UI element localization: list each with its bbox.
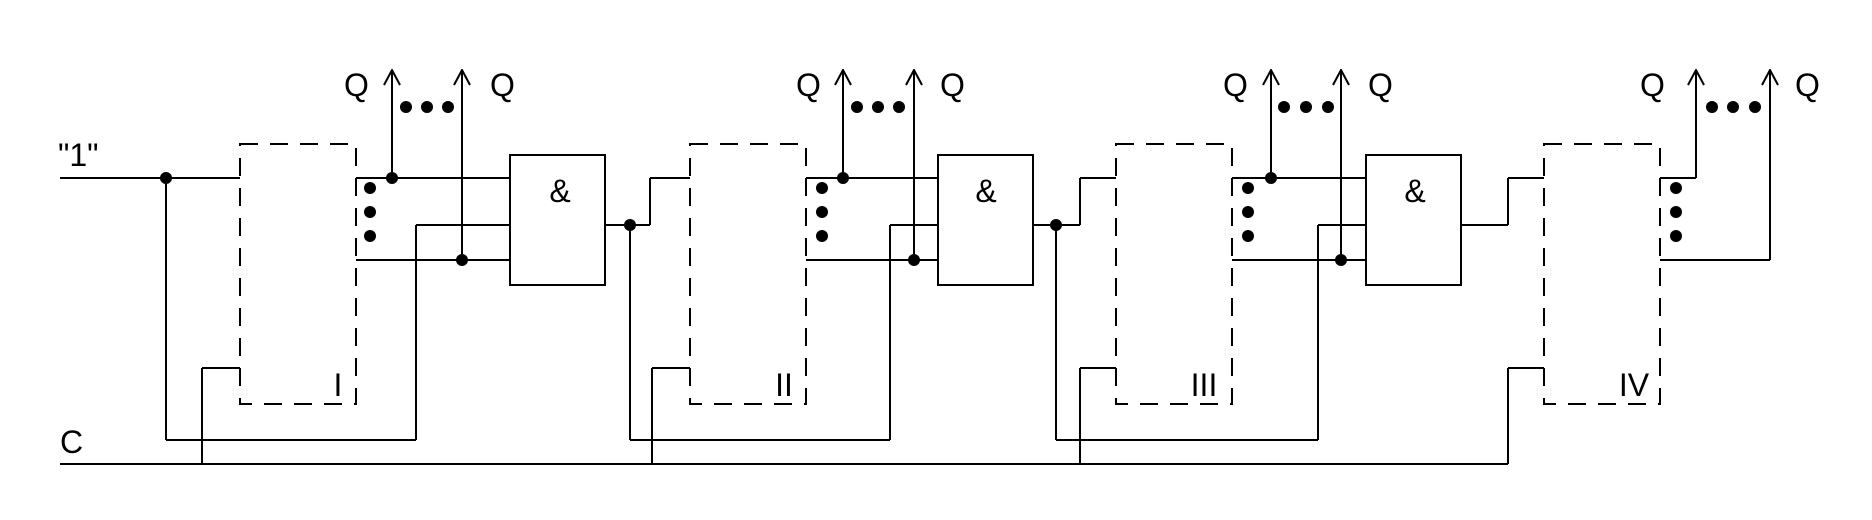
and-gate-3-box [1365,154,1462,286]
ellipsis-dot [421,101,433,113]
q-output-label: Q [1368,67,1393,103]
and-gate-2-box [937,154,1034,286]
output-dot [364,182,376,194]
stage-4-roman-label: IV [1619,367,1650,403]
output-dot [816,206,828,218]
stage-3-block [1115,143,1233,405]
and-gate-1-label: & [549,173,570,209]
ellipsis-dot [442,101,454,113]
output-dot [1242,206,1254,218]
q-output-label: Q [1640,67,1665,103]
and-gate-1-box [509,154,606,286]
ellipsis-dot [1322,101,1334,113]
stage-3: III Q Q [1079,67,1393,464]
and-gate-1: & [509,154,606,286]
ellipsis-dot [1706,101,1718,113]
stage-2: II Q Q [651,67,965,464]
output-dot [816,230,828,242]
q-output-label: Q [796,67,821,103]
and-gate-2-label: & [975,173,996,209]
stage-2-roman-label: II [775,367,793,403]
output-dot [1242,182,1254,194]
stage-4-block [1543,143,1661,405]
ellipsis-dot [893,101,905,113]
q-output-label: Q [940,67,965,103]
output-dot [364,206,376,218]
ellipsis-dot [851,101,863,113]
q-output-label: Q [1795,67,1820,103]
q-output-label: Q [1223,67,1248,103]
output-dot [364,230,376,242]
output-dot [1670,230,1682,242]
stage-4: IV Q Q [1507,67,1820,464]
output-dot [1670,182,1682,194]
stage-1-roman-label: I [334,367,343,403]
ellipsis-dot [872,101,884,113]
and-gate-3: & [1365,154,1462,286]
q-output-label: Q [490,67,515,103]
clock-input-label: C [60,424,83,460]
output-dot [1242,230,1254,242]
ellipsis-dot [1727,101,1739,113]
q-output-label: Q [344,67,369,103]
and-gate-2: & [937,154,1034,286]
ellipsis-dot [1300,101,1312,113]
stage-1-block [239,143,357,405]
stage-3-roman-label: III [1191,367,1218,403]
ellipsis-dot [1749,101,1761,113]
stage-1: I Q Q [201,67,515,464]
output-dot [1670,206,1682,218]
ellipsis-dot [400,101,412,113]
stage-2-block [689,143,807,405]
input-one-label: "1" [58,137,99,173]
and-gate-3-label: & [1404,173,1425,209]
output-dot [816,182,828,194]
ellipsis-dot [1278,101,1290,113]
